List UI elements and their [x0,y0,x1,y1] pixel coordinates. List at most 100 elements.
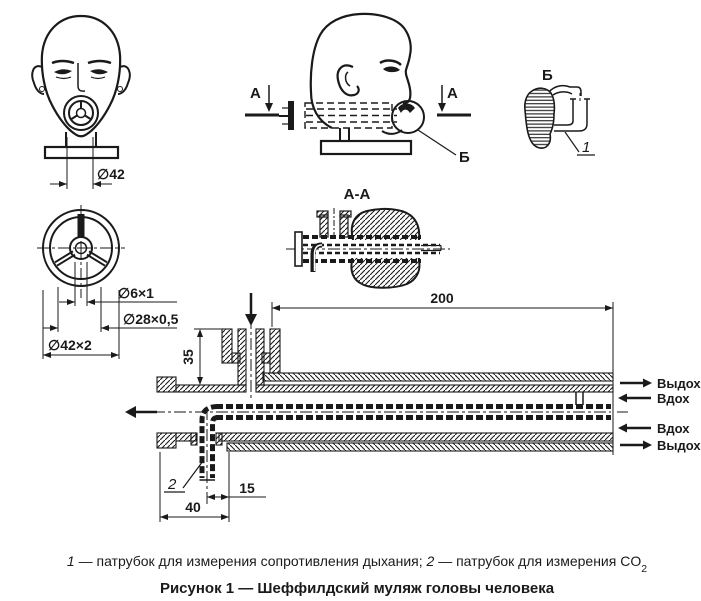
lip-retainer-outer [548,84,582,96]
flow-arrow-head [643,440,652,450]
tube-outer-circle [42,209,120,287]
spoke-lower-right-core [87,252,107,265]
port-neck-wall [237,328,247,386]
port-neck-wall [255,328,265,386]
eyebrow [379,59,402,66]
shell-top-wall [255,384,614,393]
ear [336,64,360,97]
dim-arrow [93,181,101,187]
flow-in-arrow-head [245,314,257,326]
dim-arrow [197,329,203,337]
detail-b-title: Б [542,67,553,84]
mouth-flange-bottom [156,432,177,449]
figure-caption: Рисунок 1 — Шеффилдский муляж головы чел… [160,580,555,597]
breathing-tube-assembly: 35 200 Выдох Вдох Вдох Выдох 2 15 [125,290,701,522]
mouth-arrow-head [125,406,136,418]
dim-label-40: 40 [185,499,201,515]
right-eye [90,69,108,75]
section-aa-view: А-А [286,186,450,289]
port-wall [319,214,329,238]
mouthpiece-lip-plug [524,87,556,149]
legend-part1-text: — патрубок для измерения сопротивления д… [75,553,427,569]
mouthpiece-hub [75,107,87,119]
eye [383,66,400,73]
dim-arrow [67,299,75,305]
left-flange [294,231,303,267]
figure-text: 1 — патрубок для измерения сопротивления… [67,553,647,597]
section-arrow-head [438,103,446,112]
dim-arrow [197,377,203,385]
tube-elbow-inner [554,120,574,126]
left-eye [54,69,72,75]
part-leader-line [182,460,204,489]
flow-label-exhale-bottom: Выдох [657,438,701,453]
mouth-tube-front-view: ∅6×1 ∅28×0,5 ∅42×2 [37,205,179,359]
part-leader-line [564,131,580,153]
port-outer-wall-right [269,328,281,374]
co2-bend-tube-bore [313,244,323,271]
section-label-left: А [250,85,261,102]
dim-arrow [50,325,58,331]
port-cap [339,210,352,218]
right-ear [117,65,131,95]
lip-retainer-inner [552,91,573,96]
co2-tube-bend-inner [210,415,219,478]
tube-collar [215,432,223,446]
dim-arrow [221,494,229,500]
left-ear [31,65,45,95]
left-eyebrow [51,59,75,65]
right-eye-lid [90,76,106,80]
dim-label-15: 15 [239,480,255,496]
legend-part1-number: 1 [67,553,75,569]
detail-leader-line [417,129,457,156]
hub-outer-circle [69,236,93,260]
right-eyebrow [87,59,112,65]
part2-label: 2 [167,476,177,493]
port-wall [339,214,349,238]
nose [77,63,86,92]
side-head-view: А А Б [245,12,471,166]
flow-arrow-head [618,393,627,403]
mouthpiece-section-detail [398,103,415,113]
flow-arrow-head [643,378,652,388]
mouth-flange-top [156,376,177,393]
detail-b-callout-circle [391,100,425,134]
front-head-view: ∅42 [31,14,131,189]
right-earlobe [117,86,123,92]
hub-inner-circle [74,241,88,255]
detail-b-view: Б 1 [524,67,595,156]
port-outer-wall-left [221,328,233,364]
legend-part2-number: 2 [426,553,435,569]
dim-arrow [101,325,109,331]
co2-tube-bend-outer [199,404,219,478]
dim-arrow [111,352,119,358]
dim-label-tube42: ∅42×2 [48,337,92,353]
legend-co2-subscript: 2 [641,563,647,575]
section-aa-title: А-А [344,186,371,203]
head-outline [40,14,122,138]
spoke-lower-left-core [55,252,75,265]
dim-arrow [272,305,280,311]
section-label-right: А [447,85,458,102]
left-earlobe [39,86,45,92]
legend-part2-text: — патрубок для измерения CO [434,553,641,569]
section-arrow-head [265,103,273,112]
flow-label-inhale-top: Вдох [657,391,690,406]
flow-arrow-head [618,423,627,433]
shell-bottom-wall [218,432,614,442]
dim-arrow [207,494,215,500]
ear-inner-line [344,71,351,87]
dim-arrow [59,181,67,187]
left-eye-lid [55,76,72,80]
sleeve-bottom-wall [226,442,614,452]
dim-label-200: 200 [430,290,454,306]
flow-label-exhale-top: Выдох [657,376,701,391]
dim-arrow [160,514,168,520]
dim-arrow [87,299,95,305]
mouthpiece-spoke-left [70,114,78,120]
part1-label: 1 [582,139,590,156]
head-stand [319,139,413,156]
dim-arrow [43,352,51,358]
